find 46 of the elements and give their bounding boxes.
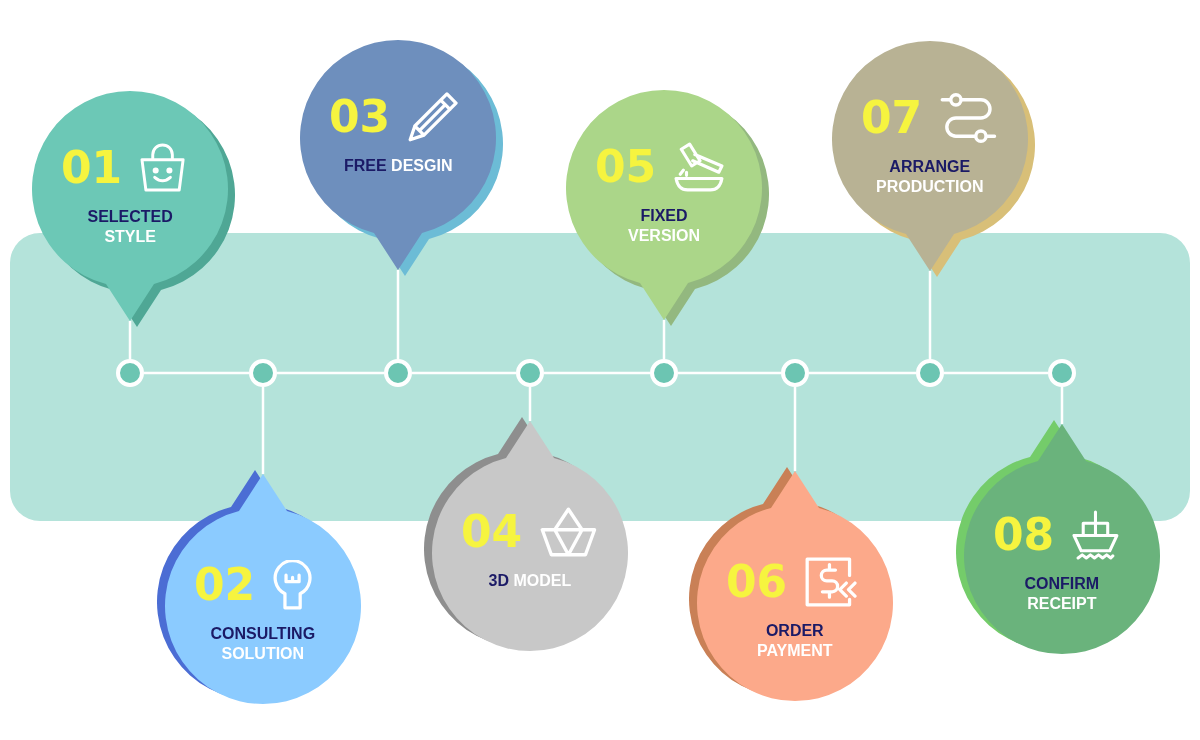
leader-line xyxy=(662,320,666,359)
step-label: CONFIRM RECEIPT xyxy=(1024,574,1100,614)
step-label: FIXED VERSION xyxy=(628,206,700,246)
leader-line xyxy=(128,321,132,359)
step-number: 04 xyxy=(461,510,523,554)
timeline-line xyxy=(944,371,1048,375)
leader-line xyxy=(928,271,932,359)
speech-bubble xyxy=(689,467,893,701)
timeline-line xyxy=(277,371,384,375)
step-number: 07 xyxy=(861,96,923,140)
speech-bubble xyxy=(32,91,235,327)
step-label: ARRANGE PRODUCTION xyxy=(876,157,984,197)
step-number: 06 xyxy=(726,560,788,604)
leader-line xyxy=(1060,387,1064,424)
timeline-dot xyxy=(650,359,678,387)
timeline-line xyxy=(544,371,650,375)
speech-bubble xyxy=(566,90,769,326)
leader-line xyxy=(261,387,265,474)
step-number: 05 xyxy=(595,145,657,189)
step-number: 02 xyxy=(194,563,256,607)
step-number: 03 xyxy=(329,95,391,139)
timeline-line xyxy=(412,371,516,375)
timeline-line xyxy=(144,371,249,375)
leader-line xyxy=(528,387,532,421)
timeline-dot xyxy=(516,359,544,387)
timeline-dot xyxy=(116,359,144,387)
step-label: CONSULTING SOLUTION xyxy=(210,624,316,664)
step-label: SELECTED STYLE xyxy=(87,207,173,247)
timeline-line xyxy=(678,371,781,375)
timeline-dot xyxy=(1048,359,1076,387)
leader-line xyxy=(396,270,400,359)
timeline-dot xyxy=(916,359,944,387)
timeline-line xyxy=(809,371,916,375)
timeline-dot xyxy=(781,359,809,387)
speech-bubble xyxy=(300,40,503,276)
step-label: ORDER PAYMENT xyxy=(757,621,833,661)
step-number: 01 xyxy=(61,146,123,190)
step-number: 08 xyxy=(993,513,1055,557)
leader-line xyxy=(793,387,797,471)
speech-bubble xyxy=(832,41,1035,277)
speech-bubble xyxy=(424,417,628,651)
timeline-dot xyxy=(249,359,277,387)
speech-bubble xyxy=(956,420,1160,654)
step-label: FREE DESGIN xyxy=(344,156,453,176)
speech-bubble xyxy=(157,470,361,704)
timeline-dot xyxy=(384,359,412,387)
